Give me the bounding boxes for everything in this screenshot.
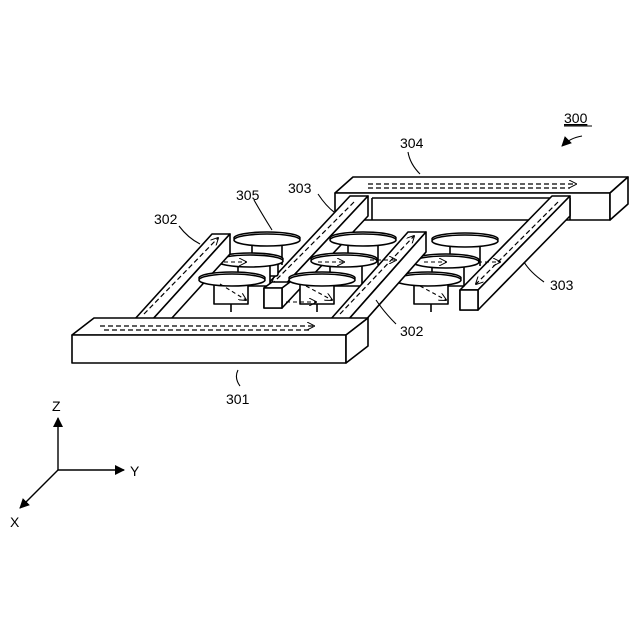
label-302-right: 302 [400, 323, 424, 339]
fan-row-front [199, 272, 461, 312]
fan [199, 272, 265, 312]
fan [395, 272, 461, 312]
label-304: 304 [400, 135, 424, 151]
label-305: 305 [236, 187, 260, 203]
y-axis-label: Y [130, 463, 140, 479]
label-303-top: 303 [288, 180, 312, 196]
label-300: 300 [564, 110, 588, 126]
axis-triad [20, 418, 124, 508]
x-axis-label: X [10, 514, 20, 530]
label-301: 301 [226, 391, 250, 407]
rail-301 [72, 318, 368, 363]
label-302-top: 302 [154, 211, 178, 227]
label-303-right: 303 [550, 277, 574, 293]
x-axis-arrow [20, 470, 58, 508]
rail-304 [335, 177, 628, 220]
z-axis-label: Z [52, 398, 61, 414]
